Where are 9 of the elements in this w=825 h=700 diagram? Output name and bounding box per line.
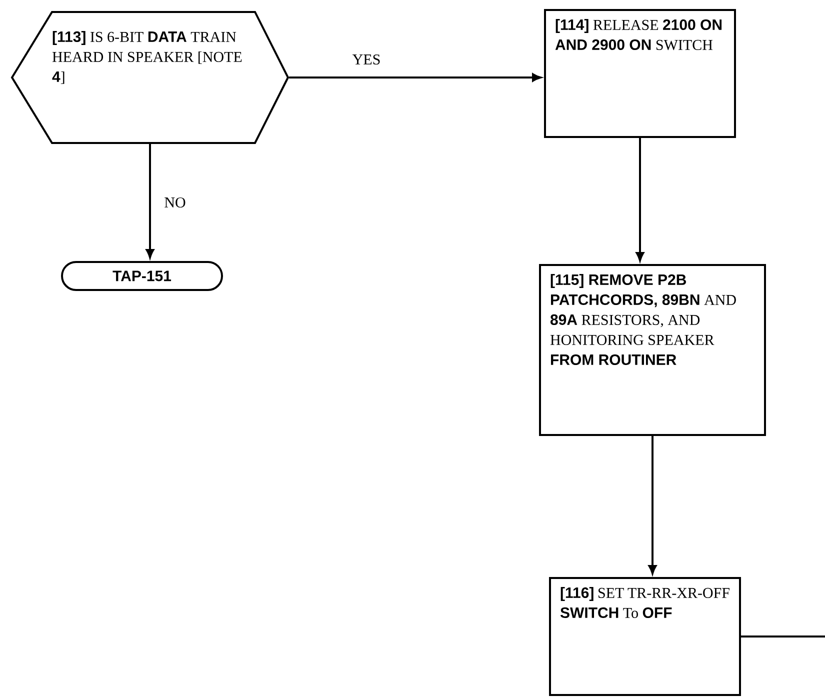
edge-label: YES — [350, 52, 383, 67]
arrow — [146, 144, 154, 258]
process-box: [116] SET TR-RR-XR-OFF SWITCH To OFF — [549, 576, 741, 696]
process-box: [114] RELEASE 2100 ON AND 2900 ON SWITCH — [544, 8, 736, 138]
process-box: [115] REMOVE P2B PATCHCORDS, 89BN AND 89A RESISTORS, AND HONITORING SPEAKER FROM ROUTINER — [539, 264, 766, 436]
arrow — [648, 436, 657, 574]
arrow — [289, 73, 542, 82]
edge-label: NO — [162, 195, 188, 210]
arrow — [636, 138, 644, 262]
